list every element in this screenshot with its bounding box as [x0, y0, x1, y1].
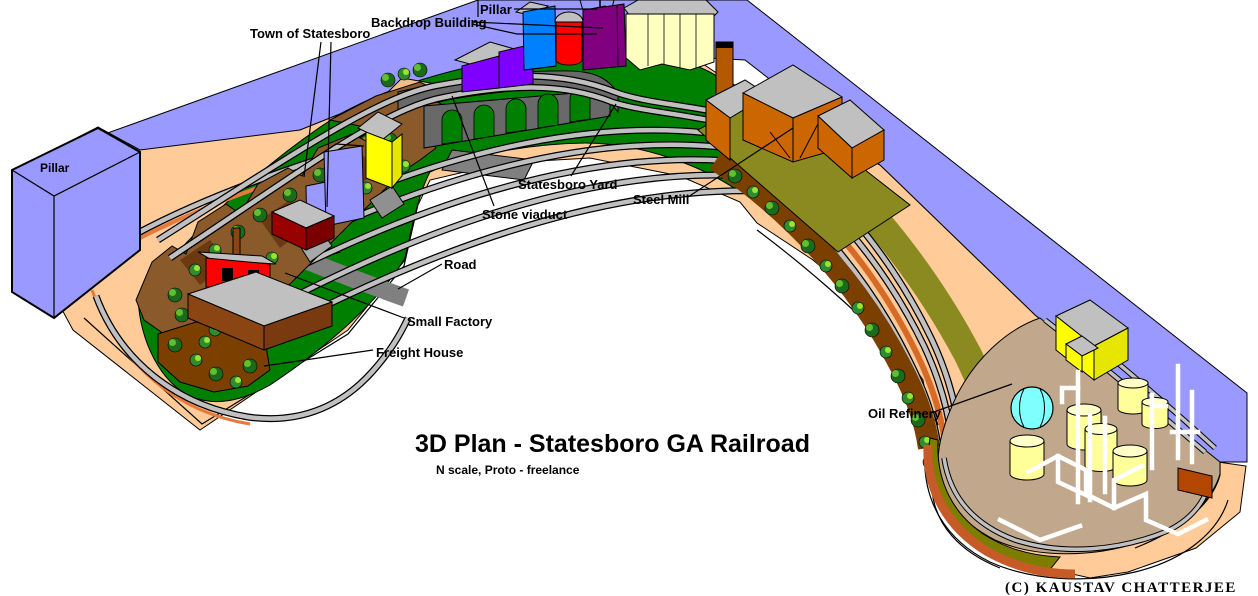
steel-mill-label: Steel Mill — [633, 192, 689, 207]
gas-sphere — [1010, 386, 1054, 430]
stone-viaduct-label: Stone viaduct — [482, 207, 568, 222]
plan-subtitle: N scale, Proto - freelance — [436, 463, 580, 477]
refinery-piping — [996, 363, 1210, 543]
backdrop-buildings — [453, 0, 719, 93]
freight-house-label: Freight House — [376, 345, 463, 360]
pillar-top-label: Pillar — [480, 2, 512, 17]
dark-red-building — [270, 199, 336, 251]
refinery-pit — [1177, 467, 1213, 499]
red-silo — [554, 11, 584, 66]
annotation-layer: Pillar Backdrop Building Town of Statesb… — [250, 0, 1013, 421]
oil-refinery-label: Oil Refinery — [868, 406, 942, 421]
blue-building — [522, 5, 557, 71]
title-block: 3D Plan - Statesboro GA Railroad N scale… — [415, 430, 1237, 596]
town-label: Town of Statesboro — [250, 26, 370, 41]
storage-tanks — [1009, 377, 1169, 487]
road-label: Road — [444, 257, 477, 272]
copyright-credit: (C) KAUSTAV CHATTERJEE — [1005, 580, 1237, 596]
statesboro-yard-label: Statesboro Yard — [518, 177, 618, 192]
pillar-left-structure: Pillar — [11, 126, 141, 320]
freight-house-building — [186, 271, 334, 351]
pillar-left-label: Pillar — [40, 161, 70, 175]
small-factory-label: Small Factory — [407, 314, 493, 329]
pale-yellow-building — [623, 0, 719, 71]
steel-mill-complex — [697, 41, 911, 253]
oil-refinery-area — [923, 299, 1221, 579]
purple-building — [582, 3, 627, 71]
town-of-statesboro — [186, 111, 403, 351]
plan-title: 3D Plan - Statesboro GA Railroad — [415, 430, 810, 458]
yellow-building — [357, 111, 403, 190]
backdrop-building-label: Backdrop Building — [371, 15, 487, 30]
refinery-yellow-building — [1055, 299, 1129, 382]
